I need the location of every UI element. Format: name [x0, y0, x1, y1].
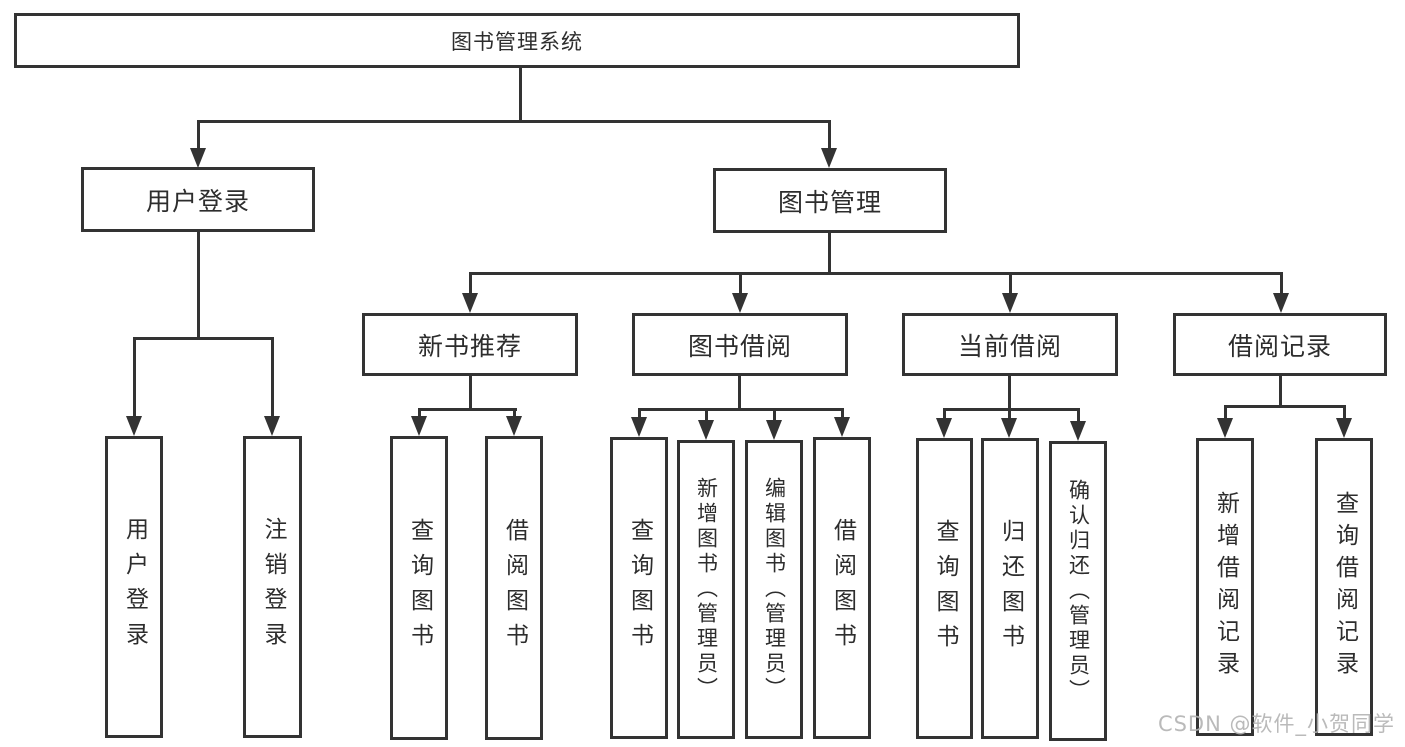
connector-borrow-records-rail [1224, 405, 1346, 408]
leaf-query-books-current: 查询图书 [916, 438, 973, 739]
node-borrow-records: 借阅记录 [1173, 313, 1387, 376]
connector-stub [1009, 272, 1012, 294]
node-book-management: 图书管理 [713, 168, 947, 233]
leaf-borrow-books-recommend: 借阅图书 [485, 436, 543, 740]
connector-root-rail [197, 120, 831, 123]
connector-stub [133, 337, 136, 416]
connector-new-book-trunk [469, 376, 472, 408]
connector-book-mgmt-rail [469, 272, 1283, 275]
connector-book-mgmt-trunk [828, 233, 831, 272]
arrow-down-icon [1070, 421, 1086, 441]
leaf-query-borrow-record-label: 查询借阅记录 [1331, 491, 1358, 683]
arrow-down-icon [1336, 418, 1352, 438]
connector-borrow-records-trunk [1279, 376, 1282, 405]
leaf-return-book: 归还图书 [981, 438, 1039, 739]
arrow-down-icon [821, 148, 837, 168]
node-new-book-recommend-label: 新书推荐 [417, 331, 522, 361]
leaf-query-books-borrow-label: 查询图书 [626, 518, 653, 658]
connector-stub [773, 408, 776, 422]
connector-stub [739, 272, 742, 294]
connector-stub [638, 408, 641, 419]
arrow-down-icon [766, 420, 782, 440]
leaf-logout-label: 注销登录 [260, 517, 286, 657]
connector-root-trunk [519, 68, 522, 120]
arrow-down-icon [698, 420, 714, 440]
arrow-down-icon [126, 416, 142, 436]
connector-stub [841, 408, 844, 419]
connector-stub [271, 337, 274, 416]
arrow-down-icon [264, 416, 280, 436]
leaf-add-book-admin: 新增图书（管理员） [677, 440, 735, 739]
node-user-login: 用户登录 [81, 167, 315, 232]
connector-book-borrow-rail [638, 408, 844, 411]
arrow-down-icon [411, 416, 427, 436]
node-borrow-records-label: 借阅记录 [1227, 331, 1332, 361]
watermark: CSDN @软件_小贺同学 [1157, 712, 1395, 736]
connector-stub [705, 408, 708, 422]
connector-current-borrow-rail [943, 408, 1080, 411]
node-user-login-label: 用户登录 [145, 186, 250, 216]
node-book-borrow-label: 图书借阅 [687, 331, 792, 361]
arrow-down-icon [1002, 293, 1018, 313]
leaf-query-borrow-record: 查询借阅记录 [1315, 438, 1373, 736]
leaf-edit-book-admin-label: 编辑图书（管理员） [762, 477, 787, 702]
connector-user-login-trunk [197, 232, 200, 337]
connector-stub [1343, 405, 1346, 418]
node-book-management-label: 图书管理 [777, 187, 882, 217]
arrow-down-icon [631, 417, 647, 437]
leaf-borrow-books: 借阅图书 [813, 437, 871, 739]
node-root: 图书管理系统 [14, 13, 1020, 68]
leaf-confirm-return-admin: 确认归还（管理员） [1049, 441, 1107, 741]
connector-stub [943, 408, 946, 420]
leaf-logout: 注销登录 [243, 436, 302, 738]
connector-stub [469, 272, 472, 294]
arrow-down-icon [1001, 418, 1017, 438]
arrow-down-icon [834, 417, 850, 437]
connector-stub [1077, 408, 1080, 423]
arrow-down-icon [936, 418, 952, 438]
connector-stub [418, 408, 421, 418]
leaf-query-books-borrow: 查询图书 [610, 437, 668, 739]
connector-new-book-rail [418, 408, 517, 411]
leaf-edit-book-admin: 编辑图书（管理员） [745, 440, 803, 739]
leaf-query-books-recommend-label: 查询图书 [406, 518, 433, 658]
arrow-down-icon [462, 293, 478, 313]
connector-book-borrow-trunk [738, 376, 741, 408]
node-book-borrow: 图书借阅 [632, 313, 848, 376]
connector-current-borrow-trunk [1008, 376, 1011, 408]
node-current-borrow-label: 当前借阅 [957, 331, 1062, 361]
connector-stub [1280, 272, 1283, 294]
node-current-borrow: 当前借阅 [902, 313, 1118, 376]
leaf-add-borrow-record: 新增借阅记录 [1196, 438, 1254, 736]
arrow-down-icon [190, 148, 206, 168]
node-root-label: 图书管理系统 [451, 29, 583, 54]
connector-stub [513, 408, 516, 418]
leaf-query-books-current-label: 查询图书 [932, 518, 958, 659]
leaf-user-login-label: 用户登录 [121, 517, 148, 657]
connector-stub [828, 120, 831, 150]
leaf-confirm-return-admin-label: 确认归还（管理员） [1066, 478, 1091, 704]
leaf-user-login: 用户登录 [105, 436, 163, 738]
leaf-return-book-label: 归还图书 [997, 518, 1024, 659]
connector-user-login-rail [133, 337, 274, 340]
connector-stub [197, 120, 200, 150]
connector-stub [1008, 408, 1011, 420]
node-new-book-recommend: 新书推荐 [362, 313, 578, 376]
arrow-down-icon [506, 416, 522, 436]
arrow-down-icon [1217, 418, 1233, 438]
leaf-add-borrow-record-label: 新增借阅记录 [1212, 491, 1239, 683]
leaf-add-book-admin-label: 新增图书（管理员） [694, 477, 719, 702]
arrow-down-icon [732, 293, 748, 313]
connector-stub [1224, 405, 1227, 418]
arrow-down-icon [1273, 293, 1289, 313]
leaf-borrow-books-recommend-label: 借阅图书 [501, 518, 528, 658]
leaf-borrow-books-label: 借阅图书 [829, 518, 856, 658]
leaf-query-books-recommend: 查询图书 [390, 436, 448, 740]
